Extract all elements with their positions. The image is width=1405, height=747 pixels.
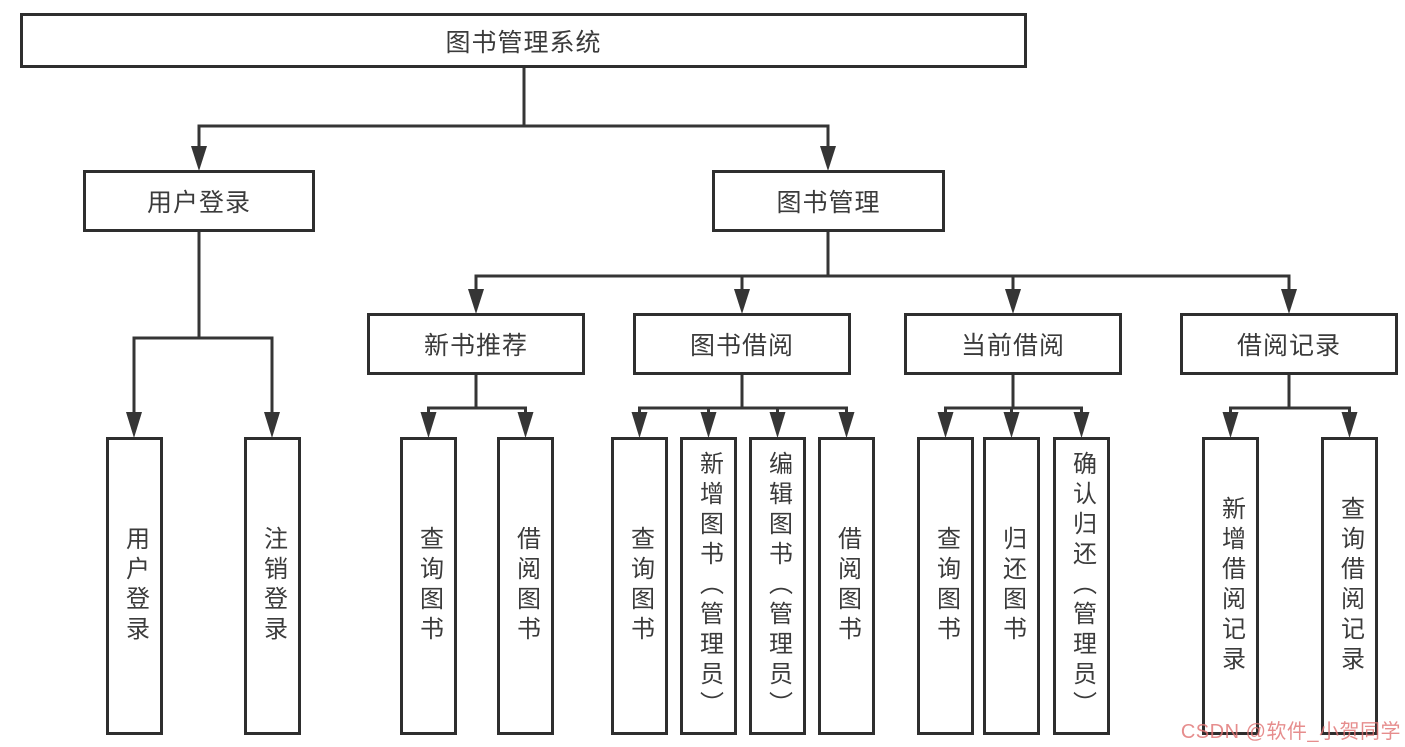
edge-newbook-split: [427, 406, 527, 416]
node-label: 用户登录: [121, 526, 149, 646]
arrowhead: [1222, 412, 1239, 438]
node-leaf-query-borrow-record: 查询借阅记录: [1321, 437, 1378, 735]
node-leaf-return-books: 归还图书: [983, 437, 1040, 735]
arrowhead: [1281, 289, 1297, 314]
node-leaf-query-books-recommend: 查询图书: [400, 437, 457, 735]
arrowhead: [1003, 412, 1020, 438]
node-label: 确认归还（管理员）: [1068, 451, 1096, 721]
node-label: 图书管理: [776, 189, 881, 217]
node-label: 新增图书（管理员）: [695, 451, 723, 721]
arrowhead: [1341, 412, 1358, 438]
node-label: 当前借阅: [960, 332, 1065, 360]
node-leaf-logout: 注销登录: [244, 437, 301, 735]
arrowhead: [700, 412, 717, 438]
node-root-system: 图书管理系统: [20, 13, 1027, 68]
node-new-book-recommend: 新书推荐: [367, 313, 585, 375]
arrowhead: [264, 412, 280, 438]
node-leaf-add-books-admin: 新增图书（管理员）: [680, 437, 737, 735]
node-label: 图书管理系统: [445, 28, 602, 57]
node-label: 查询借阅记录: [1336, 496, 1364, 676]
node-book-management: 图书管理: [712, 170, 945, 232]
node-borrowing-records: 借阅记录: [1180, 313, 1398, 375]
edge-level3-split: [474, 274, 1291, 292]
node-leaf-confirm-return-admin: 确认归还（管理员）: [1053, 437, 1110, 735]
node-leaf-edit-books-admin: 编辑图书（管理员）: [749, 437, 806, 735]
node-current-borrowing: 当前借阅: [904, 313, 1122, 375]
node-leaf-borrow-books: 借阅图书: [818, 437, 875, 735]
arrowhead: [769, 412, 786, 438]
edge-login-split: [132, 336, 274, 414]
arrowhead: [191, 146, 207, 171]
node-label: 查询图书: [932, 526, 960, 646]
node-label: 借阅图书: [512, 526, 540, 646]
arrowhead: [517, 412, 534, 438]
node-label: 注销登录: [259, 526, 287, 646]
node-user-login-group: 用户登录: [83, 170, 315, 232]
node-leaf-borrow-books-recommend: 借阅图书: [497, 437, 554, 735]
node-leaf-add-borrow-record: 新增借阅记录: [1202, 437, 1259, 735]
node-label: 归还图书: [998, 526, 1026, 646]
node-label: 新增借阅记录: [1217, 496, 1245, 676]
node-label: 新书推荐: [423, 332, 528, 360]
edge-record-split: [1229, 406, 1351, 416]
arrowhead: [937, 412, 954, 438]
arrowhead: [468, 289, 484, 314]
node-leaf-user-login: 用户登录: [106, 437, 163, 735]
node-label: 用户登录: [146, 189, 251, 217]
node-label: 图书借阅: [689, 332, 794, 360]
node-label: 借阅记录: [1236, 332, 1341, 360]
node-label: 查询图书: [415, 526, 443, 646]
arrowhead: [734, 289, 750, 314]
arrowhead: [126, 412, 142, 438]
node-leaf-query-books-current: 查询图书: [917, 437, 974, 735]
edge-level2-split: [197, 124, 830, 149]
edge-borrow-split: [638, 406, 848, 416]
arrowhead: [1005, 289, 1021, 314]
arrowhead: [820, 146, 836, 171]
node-label: 查询图书: [626, 526, 654, 646]
node-label: 编辑图书（管理员）: [764, 451, 792, 721]
node-label: 借阅图书: [833, 526, 861, 646]
arrowhead: [631, 412, 648, 438]
node-book-borrowing: 图书借阅: [633, 313, 851, 375]
arrowhead: [838, 412, 855, 438]
node-leaf-query-books-borrow: 查询图书: [611, 437, 668, 735]
arrowhead: [1073, 412, 1090, 438]
arrowhead: [420, 412, 437, 438]
csdn-watermark: CSDN @软件_小贺同学: [1180, 721, 1401, 743]
